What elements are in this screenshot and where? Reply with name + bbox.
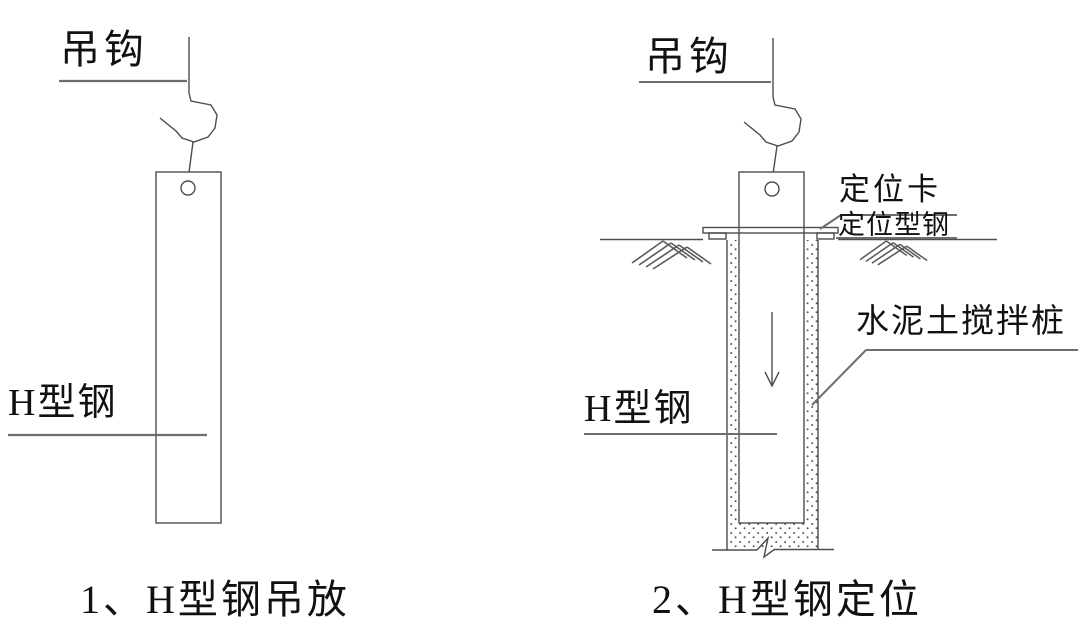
step1-caption: 1、H型钢吊放 (80, 577, 350, 622)
lifting-hole (764, 181, 780, 197)
pile-label: 水泥土搅拌桩 (856, 304, 1066, 340)
left-hook-label: 吊钩 (60, 27, 148, 72)
soil-hatch-left (631, 240, 712, 270)
right-beam-label: H型钢 (584, 388, 694, 430)
step2-caption: 2、H型钢定位 (652, 577, 922, 622)
left-beam-label: H型钢 (8, 382, 118, 424)
cement-soil-stipple (727, 240, 818, 550)
down-arrow-head (764, 371, 780, 388)
step2-drawing (600, 38, 997, 559)
lifting-hole (180, 180, 196, 196)
crane-hook-icon (159, 92, 218, 143)
guide-steel-plate (702, 226, 839, 234)
h-beam-rect (155, 171, 222, 524)
step1-drawing (155, 37, 222, 524)
right-hook-label: 吊钩 (645, 34, 733, 79)
guide-steel-label: 定位型钢 (838, 210, 950, 240)
soil-hatch-right (859, 240, 928, 266)
crane-hook-icon (743, 96, 802, 147)
step1-leaders (8, 79, 207, 437)
clamp-label-leader-diag (819, 214, 842, 230)
clamp-left (708, 232, 727, 240)
pile-label-leader-diag (811, 349, 867, 406)
break-mark (756, 535, 776, 559)
step2-leaders (584, 81, 1078, 435)
clamp-right (816, 232, 835, 240)
clamp-label: 定位卡 (839, 172, 941, 207)
